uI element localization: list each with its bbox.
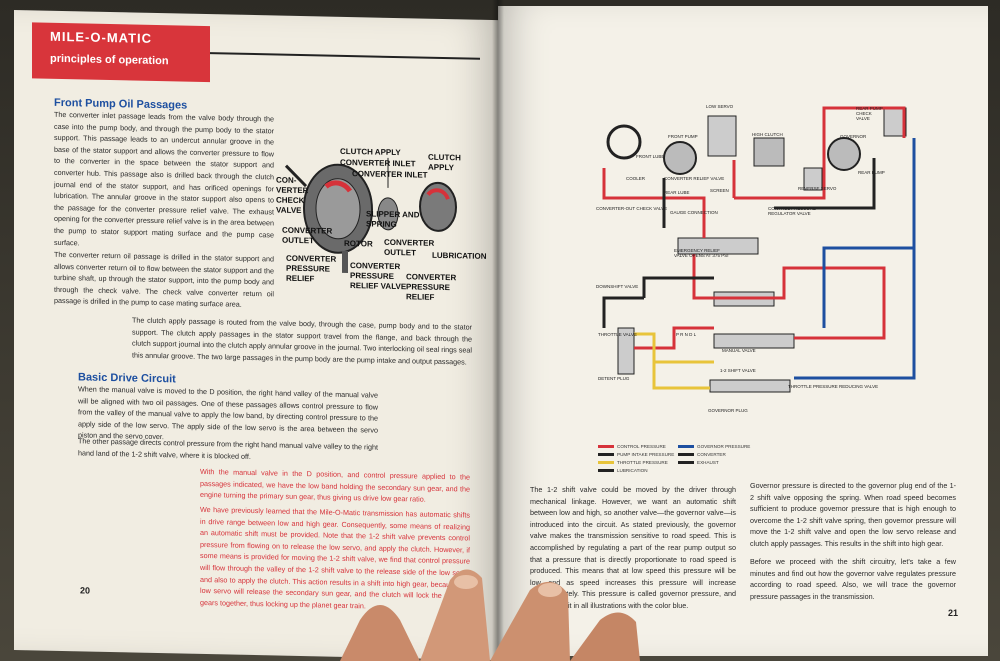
label-converter-check-valve: CON- VERTER CHECK VALVE (276, 175, 309, 216)
label-prndl: P R N D L (676, 332, 697, 337)
legend-label: CONVERTER (697, 451, 726, 457)
legend-item: CONTROL PRESSURE (598, 442, 678, 450)
legend-label: CONTROL PRESSURE (617, 443, 666, 449)
label-converter-outlet: CONVERTER OUTLET (282, 225, 333, 246)
legend-swatch (678, 444, 694, 448)
label-control-pressure-reg: CONTROL PRESSURE REGULATOR VALVE (768, 206, 816, 216)
pump-exploded-drawing (284, 157, 457, 273)
label-front-pump: FRONT PUMP (668, 134, 698, 139)
label-detent: DETENT PLUG (598, 376, 630, 381)
legend-swatch (678, 460, 694, 464)
right-page: LOW SERVO FRONT PUMP HIGH CLUTCH REAR PU… (498, 6, 988, 656)
para-clutch-apply: The clutch apply passage is routed from … (132, 315, 472, 367)
para-other-passage: The other passage directs control pressu… (78, 436, 378, 461)
legend-item: GOVERNOR PRESSURE (678, 442, 758, 450)
para-converter-return: The converter return oil passage is dril… (54, 249, 274, 310)
label-front-lube: FRONT LUBE (636, 154, 665, 159)
label-converter-relief: CONVERTER RELIEF VALVE (664, 176, 725, 181)
para-shift-valve: The 1-2 shift valve could be moved by th… (530, 485, 736, 610)
para-front-pump: The converter inlet passage leads from t… (54, 109, 274, 247)
label-converter-pressure-relief-valve: CONVERTER PRESSURE RELIEF VALVE (350, 261, 407, 292)
label-governor-plug: GOVERNOR PLUG (708, 408, 748, 413)
label-gauge-connection: GAUGE CONNECTION (670, 210, 718, 215)
book-gutter (492, 0, 504, 661)
header-rule (210, 52, 480, 60)
label-rear-pump-check: REAR PUMP CHECK VALVE (856, 106, 883, 121)
label-clutch-apply-2: CLUTCH APPLY (428, 152, 461, 173)
legend-label: THROTTLE PRESSURE (617, 459, 668, 465)
legend-label: EXHAUST (697, 459, 719, 465)
label-screen: SCREEN (710, 188, 729, 193)
legend-label: GOVERNOR PRESSURE (697, 443, 751, 449)
label-rotor: ROTOR (344, 238, 373, 249)
label-throttle: THROTTLE VALVE (598, 332, 637, 337)
label-converter-pressure-relief: CONVERTER PRESSURE RELIEF (286, 253, 337, 284)
label-slipper-spring: SLIPPER AND SPRING (366, 209, 420, 230)
label-rear-pump: REAR PUMP (858, 170, 885, 175)
legend-item: EXHAUST (678, 458, 758, 466)
label-downshift: DOWNSHIFT VALVE (596, 284, 639, 289)
legend-item: LUBRICATION (598, 466, 678, 474)
hand (340, 569, 640, 661)
label-clutch-apply: CLUTCH APPLY (340, 146, 401, 158)
legend: CONTROL PRESSURE GOVERNOR PRESSURE PUMP IN… (598, 442, 758, 474)
legend-item: CONVERTER (678, 450, 758, 458)
legend-swatch (598, 468, 614, 472)
label-converter-pressure-relief-2: CONVERTER PRESSURE RELIEF (406, 272, 457, 302)
legend-swatch (598, 460, 614, 464)
header-title: MILE-O-MATIC (50, 28, 153, 46)
label-emergency-relief: EMERGENCY RELIEF VALVE OPENS AT 375 PSI (674, 248, 729, 258)
label-converter-inlet-2: CONVERTER INLET (352, 169, 428, 180)
legend-label: PUMP INTAKE PRESSURE (617, 451, 675, 457)
label-reverse-servo: REVERSE SERVO (798, 186, 837, 191)
page-number-left: 20 (80, 585, 91, 596)
legend-item: PUMP INTAKE PRESSURE (598, 450, 678, 458)
page-number-right: 21 (948, 608, 959, 618)
label-converter-out-check: CONVERTER-OUT CHECK VALVE (596, 206, 668, 211)
legend-item: THROTTLE PRESSURE (598, 458, 678, 466)
red-para-drive: With the manual valve in the D position,… (200, 466, 470, 504)
label-high-clutch: HIGH CLUTCH (752, 132, 783, 137)
legend-swatch (678, 452, 694, 456)
label-shift-valve: 1-2 SHIFT VALVE (720, 368, 756, 373)
header-subtitle: principles of operation (50, 52, 169, 68)
label-converter-inlet: CONVERTER INLET (340, 157, 416, 169)
label-governor: GOVERNOR (840, 134, 867, 139)
para-before-proceed: Before we proceed with the shift circuit… (750, 557, 956, 601)
legend-label: LUBRICATION (617, 467, 648, 473)
legend-swatch (598, 444, 614, 448)
label-low-servo: LOW SERVO (706, 104, 734, 109)
label-manual-valve: MANUAL VALVE (722, 348, 756, 353)
label-rear-lube: REAR LUBE (664, 190, 690, 195)
label-lubrication: LUBRICATION (432, 250, 487, 261)
para-governor-pressure: Governor pressure is directed to the gov… (750, 481, 956, 548)
label-cooler: COOLER (626, 176, 646, 181)
label-throttle-reducing: THROTTLE PRESSURE REDUCING VALVE (788, 384, 879, 389)
legend-swatch (598, 452, 614, 456)
hydraulic-circuit-diagram (602, 106, 916, 393)
left-page: MILE-O-MATIC principles of operation Fro… (14, 10, 498, 661)
